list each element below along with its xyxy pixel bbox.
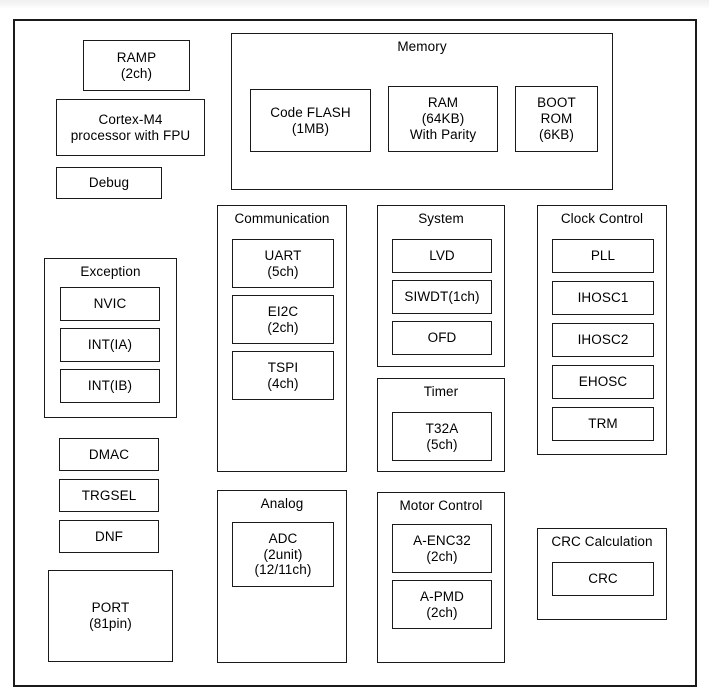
block-crc[interactable]: CRC <box>552 562 654 596</box>
block-adc-line3: (12/11ch) <box>254 562 312 578</box>
block-port-line2: (81pin) <box>89 616 132 631</box>
block-cortex-m4[interactable]: Cortex-M4 processor with FPU <box>56 99 205 156</box>
block-uart[interactable]: UART (5ch) <box>232 239 334 288</box>
block-cortex-m4-line2: processor with FPU <box>70 127 191 143</box>
block-ramp-line1: RAMP <box>116 49 157 65</box>
block-ehosc[interactable]: EHOSC <box>552 365 654 399</box>
group-analog-title: Analog <box>260 496 304 511</box>
group-motor-control: Motor Control A-ENC32 (2ch) A-PMD (2ch) <box>377 492 505 663</box>
block-code-flash-line1: Code FLASH <box>270 104 351 120</box>
block-ihosc2-line1: IHOSC2 <box>577 332 629 348</box>
block-boot-rom-line3: (6KB) <box>538 126 574 142</box>
block-adc-line1: ADC <box>268 530 298 546</box>
group-communication: Communication UART (5ch) EI2C (2ch) TSPI… <box>217 205 347 472</box>
group-memory-title: Memory <box>397 39 447 54</box>
chip-outline <box>13 19 697 687</box>
block-adc-line2: (2unit) <box>263 546 303 562</box>
block-ofd-line1: OFD <box>427 330 457 346</box>
block-ramp[interactable]: RAMP (2ch) <box>83 40 190 91</box>
block-t32a-line1: T32A <box>425 420 459 436</box>
group-exception-title: Exception <box>80 264 141 279</box>
block-cortex-m4-line1: Cortex-M4 <box>98 111 163 127</box>
block-ei2c-line2: (2ch) <box>267 319 299 335</box>
block-int-ib-line1: INT(IB) <box>87 378 133 394</box>
block-ram-line1: RAM <box>427 95 459 111</box>
group-clock-control-title: Clock Control <box>560 211 644 226</box>
block-ihosc1-line1: IHOSC1 <box>577 290 629 306</box>
block-int-ib[interactable]: INT(IB) <box>60 369 160 403</box>
block-a-pmd-line1: A-PMD <box>420 588 464 604</box>
group-crc-calculation-title: CRC Calculation <box>551 534 653 549</box>
block-ofd[interactable]: OFD <box>392 321 492 355</box>
block-debug-line1: Debug <box>88 175 130 191</box>
block-a-pmd-line2: (2ch) <box>426 604 458 620</box>
group-crc-calculation: CRC Calculation CRC <box>537 528 667 620</box>
block-tspi-line1: TSPI <box>267 359 299 375</box>
block-a-enc32-line1: A-ENC32 <box>413 532 471 548</box>
block-boot-rom[interactable]: BOOT ROM (6KB) <box>515 86 598 152</box>
block-trgsel-line1: TRGSEL <box>81 487 137 503</box>
block-dmac[interactable]: DMAC <box>59 438 159 471</box>
group-timer-title: Timer <box>423 384 459 399</box>
block-boot-rom-line1: BOOT <box>537 95 576 111</box>
block-dnf[interactable]: DNF <box>59 520 159 553</box>
block-port-line1: PORT <box>91 600 130 616</box>
block-tspi-line2: (4ch) <box>267 375 299 391</box>
block-ei2c[interactable]: EI2C (2ch) <box>232 295 334 344</box>
block-a-pmd[interactable]: A-PMD (2ch) <box>392 580 492 629</box>
block-a-enc32-line2: (2ch) <box>426 548 458 564</box>
block-ram-line2: (64KB) <box>421 111 465 127</box>
block-port[interactable]: PORT (81pin) <box>48 570 173 662</box>
top-gradient-strip <box>0 0 709 9</box>
block-t32a[interactable]: T32A (5ch) <box>392 412 492 461</box>
group-memory: Memory Code FLASH (1MB) RAM (64KB) With … <box>231 33 613 190</box>
block-crc-line1: CRC <box>588 571 618 587</box>
block-ehosc-line1: EHOSC <box>578 374 628 390</box>
block-ihosc1[interactable]: IHOSC1 <box>552 281 654 315</box>
block-t32a-line2: (5ch) <box>426 436 458 452</box>
block-nvic[interactable]: NVIC <box>60 287 160 321</box>
block-nvic-line1: NVIC <box>93 296 127 312</box>
block-debug[interactable]: Debug <box>56 167 162 199</box>
block-ramp-line2: (2ch) <box>120 65 153 81</box>
block-ei2c-line1: EI2C <box>267 303 299 319</box>
block-code-flash[interactable]: Code FLASH (1MB) <box>250 89 371 152</box>
block-boot-rom-line2: ROM <box>540 111 573 127</box>
block-uart-line2: (5ch) <box>267 263 299 279</box>
block-int-ia-line1: INT(IA) <box>87 337 133 353</box>
block-ihosc2[interactable]: IHOSC2 <box>552 323 654 357</box>
block-code-flash-line2: (1MB) <box>291 120 330 136</box>
group-analog: Analog ADC (2unit) (12/11ch) <box>217 490 347 663</box>
block-lvd[interactable]: LVD <box>392 239 492 273</box>
block-trm-line1: TRM <box>588 416 618 432</box>
block-pll[interactable]: PLL <box>552 239 654 273</box>
group-exception: Exception NVIC INT(IA) INT(IB) <box>44 258 177 418</box>
block-adc[interactable]: ADC (2unit) (12/11ch) <box>232 522 334 587</box>
block-dnf-line1: DNF <box>94 528 124 544</box>
block-siwdt-line1: SIWDT(1ch) <box>404 289 480 305</box>
block-trm[interactable]: TRM <box>552 407 654 441</box>
group-system-title: System <box>418 211 464 226</box>
block-uart-line1: UART <box>264 247 302 263</box>
block-ram[interactable]: RAM (64KB) With Parity <box>388 86 498 152</box>
block-lvd-line1: LVD <box>429 248 455 264</box>
group-communication-title: Communication <box>234 211 330 226</box>
group-motor-control-title: Motor Control <box>399 498 483 513</box>
group-clock-control: Clock Control PLL IHOSC1 IHOSC2 EHOSC TR… <box>537 205 667 455</box>
block-pll-line1: PLL <box>590 248 616 264</box>
block-trgsel[interactable]: TRGSEL <box>59 479 159 512</box>
block-tspi[interactable]: TSPI (4ch) <box>232 351 334 400</box>
block-a-enc32[interactable]: A-ENC32 (2ch) <box>392 524 492 573</box>
block-siwdt[interactable]: SIWDT(1ch) <box>392 280 492 314</box>
block-int-ia[interactable]: INT(IA) <box>60 328 160 362</box>
group-timer: Timer T32A (5ch) <box>377 378 505 472</box>
block-dmac-line1: DMAC <box>88 446 130 462</box>
group-system: System LVD SIWDT(1ch) OFD <box>377 205 505 367</box>
block-ram-line3: With Parity <box>409 126 477 142</box>
